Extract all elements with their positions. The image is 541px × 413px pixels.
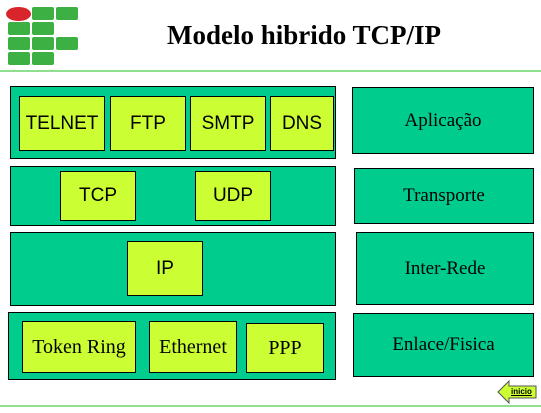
- logo-red-circle: [6, 7, 31, 21]
- logo-square: [32, 37, 54, 50]
- layer-link-physical: Enlace/Fisica: [353, 313, 534, 377]
- logo-square: [8, 22, 30, 35]
- protocol-telnet: TELNET: [19, 96, 105, 151]
- layer-application: Aplicação: [352, 87, 534, 154]
- protocol-tcp: TCP: [60, 171, 136, 221]
- protocol-dns: DNS: [270, 96, 334, 151]
- protocol-token-ring: Token Ring: [22, 321, 136, 373]
- top-divider: [0, 70, 541, 72]
- logo-square: [32, 22, 54, 35]
- protocol-row-transport: [10, 166, 336, 226]
- protocol-ethernet: Ethernet: [149, 321, 237, 373]
- logo-square: [8, 37, 30, 50]
- layer-internet: Inter-Rede: [356, 232, 534, 305]
- home-label: inicio: [511, 387, 532, 396]
- left-arrow-icon: [497, 380, 537, 404]
- logo-square: [56, 7, 78, 20]
- logo-square: [56, 37, 78, 50]
- protocol-ftp: FTP: [110, 96, 186, 151]
- logo-square: [32, 7, 54, 20]
- protocol-smtp: SMTP: [190, 96, 266, 151]
- protocol-udp: UDP: [195, 171, 271, 221]
- protocol-ppp: PPP: [246, 323, 324, 373]
- institution-logo: [6, 6, 80, 66]
- home-button[interactable]: inicio: [497, 380, 537, 404]
- logo-square: [32, 52, 54, 65]
- layer-transport: Transporte: [354, 168, 534, 224]
- page-title: Modelo hibrido TCP/IP: [167, 20, 442, 50]
- logo-square: [8, 52, 30, 65]
- protocol-ip: IP: [127, 241, 203, 296]
- bottom-divider: [0, 405, 541, 407]
